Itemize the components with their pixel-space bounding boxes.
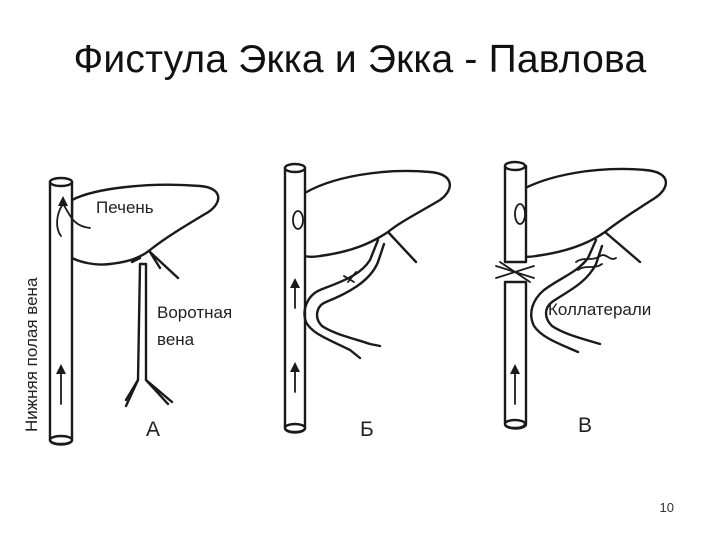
panel-b-letter: Б: [360, 418, 374, 441]
panel-b: [285, 164, 450, 433]
portal-vein-a: [126, 252, 178, 404]
ivc-a: [50, 182, 72, 445]
ivc-c-lower: [505, 282, 526, 429]
ivc-label: Нижняя полая вена: [22, 277, 41, 432]
portal-vein-label-1: Воротная: [157, 303, 232, 322]
collaterals-label: Коллатерали: [548, 300, 651, 319]
ligature-c: [496, 262, 534, 282]
ivc-a-bottom: [50, 436, 72, 444]
liver-b: [300, 171, 450, 257]
liver-c: [518, 169, 666, 257]
liver-label: Печень: [96, 198, 154, 217]
portal-vein-label-2: вена: [157, 330, 195, 349]
liver-a: [72, 185, 218, 265]
panel-c-letter: В: [578, 414, 592, 437]
ivc-a-top: [50, 178, 72, 186]
slide-number: 10: [660, 500, 674, 515]
panel-a-letter: А: [146, 418, 160, 441]
panel-c: [496, 162, 666, 429]
